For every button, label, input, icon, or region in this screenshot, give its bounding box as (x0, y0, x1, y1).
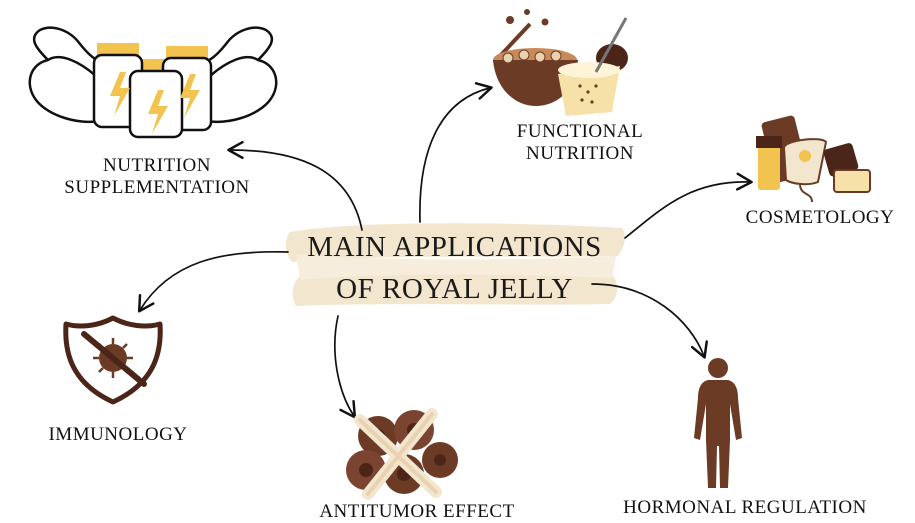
functional-nutrition-line1: FUNCTIONAL (495, 121, 665, 143)
functional-nutrition-line2: NUTRITION (495, 143, 665, 165)
cereal-bowl-yogurt-icon (493, 9, 628, 116)
nutrition-supplementation-line2: SUPPLEMENTATION (52, 177, 262, 199)
arrow-to-antitumor-effect (335, 316, 354, 416)
virus-shield-icon (66, 318, 160, 402)
node-nutrition-supplementation-label: NUTRITION SUPPLEMENTATION (52, 155, 262, 199)
cosmetic-products-icon (756, 115, 870, 202)
nutrition-supplementation-line1: NUTRITION (52, 155, 262, 177)
arrow-to-functional-nutrition (420, 88, 490, 222)
center-title-line2: OF ROYAL JELLY (282, 268, 627, 310)
node-cosmetology-label: COSMETOLOGY (725, 207, 915, 229)
supplement-jars-muscle-icon (30, 28, 276, 137)
node-hormonal-regulation-label: HORMONAL REGULATION (580, 497, 910, 519)
center-title: MAIN APPLICATIONS OF ROYAL JELLY (282, 226, 627, 310)
arrow-to-immunology (140, 252, 288, 310)
crossed-cells-icon (346, 410, 458, 494)
node-antitumor-effect-label: ANTITUMOR EFFECT (292, 501, 542, 523)
node-immunology-label: IMMUNOLOGY (18, 424, 218, 446)
center-title-line1: MAIN APPLICATIONS (282, 226, 627, 268)
node-functional-nutrition-label: FUNCTIONAL NUTRITION (495, 121, 665, 165)
human-silhouette-icon (694, 358, 742, 488)
